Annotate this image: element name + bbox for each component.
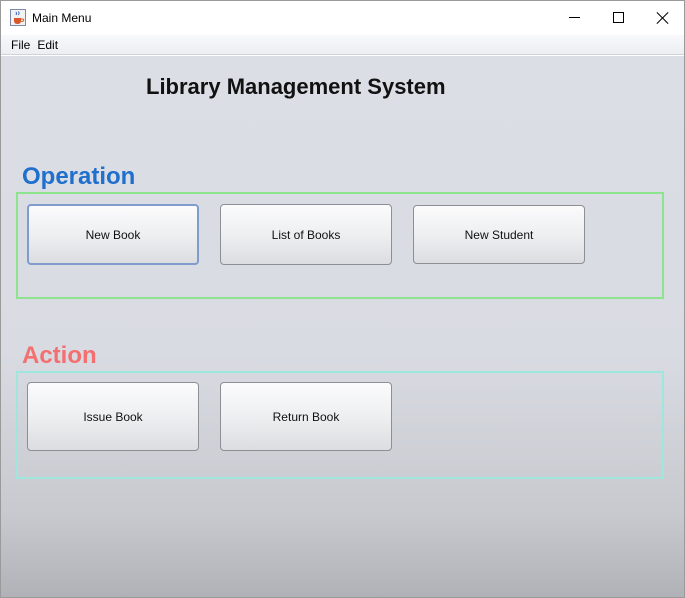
action-section-label: Action (22, 342, 97, 369)
menu-edit[interactable]: Edit (37, 37, 59, 52)
operation-section-label: Operation (22, 163, 136, 190)
new-book-button[interactable]: New Book (27, 204, 199, 265)
operation-panel (16, 192, 664, 299)
menu-bar: File Edit (1, 35, 684, 55)
list-of-books-button[interactable]: List of Books (220, 204, 392, 265)
close-button[interactable] (640, 1, 685, 34)
minimize-icon (568, 17, 580, 18)
maximize-button[interactable] (595, 1, 641, 34)
window-title: Main Menu (32, 11, 92, 25)
issue-book-button[interactable]: Issue Book (27, 382, 199, 451)
content-area: Library Management System Operation New … (1, 56, 684, 597)
app-title: Library Management System (146, 74, 446, 99)
minimize-button[interactable] (551, 1, 597, 34)
action-panel (16, 371, 664, 479)
title-bar: Main Menu (1, 1, 684, 35)
return-book-button[interactable]: Return Book (220, 382, 392, 451)
maximize-icon (612, 12, 624, 23)
new-student-button[interactable]: New Student (413, 205, 585, 264)
java-cup-icon (10, 9, 26, 26)
menu-file[interactable]: File (11, 37, 31, 52)
close-icon (656, 11, 670, 25)
